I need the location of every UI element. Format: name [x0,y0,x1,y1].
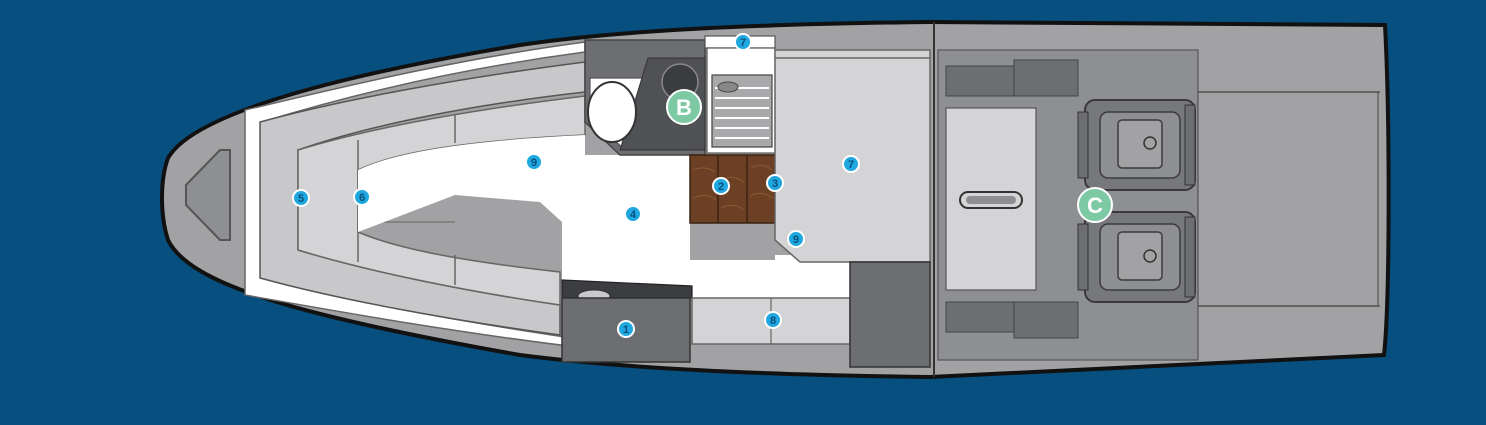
storage-1 [945,65,1015,97]
marker-4-label: 4 [630,209,637,221]
cockpit-floor [358,135,850,298]
marker-2: 2 [712,177,730,195]
marker-9-cockpit-label: 9 [531,157,537,169]
marker-1-label: 1 [623,324,629,336]
marker-2-label: 2 [718,181,724,193]
zone-c-label: C [1087,193,1103,218]
aft-console [849,261,931,368]
marker-1: 1 [617,320,635,338]
swim-platform [1197,91,1379,307]
marker-6: 6 [353,188,371,206]
faucet [717,81,739,93]
zone-c: C [1077,187,1113,223]
zone-b: B [666,89,702,125]
marker-7-helm: 7 [842,155,860,173]
engine-bottom [1077,211,1196,303]
hatch-handle-inner [966,196,1016,204]
storage-3 [945,301,1015,333]
storage-4 [1013,301,1079,339]
toilet [587,81,637,143]
marker-5-label: 5 [298,193,304,205]
marker-4: 4 [624,205,642,223]
marker-8-label: 8 [770,315,776,327]
marker-9-cockpit: 9 [525,153,543,171]
marker-9-helm: 9 [787,230,805,248]
storage-2 [1013,59,1079,97]
marker-3: 3 [766,174,784,192]
marker-6-label: 6 [359,192,365,204]
marker-8: 8 [764,311,782,329]
marker-7-top: 7 [734,33,752,51]
bow-hatch [185,149,231,241]
marker-5: 5 [292,189,310,207]
marker-7-helm-label: 7 [848,159,854,171]
marker-9-helm-label: 9 [793,234,799,246]
zone-b-label: B [676,95,692,120]
marker-7-top-label: 7 [740,37,746,49]
engine-top [1077,99,1196,191]
marker-3-label: 3 [772,178,778,190]
